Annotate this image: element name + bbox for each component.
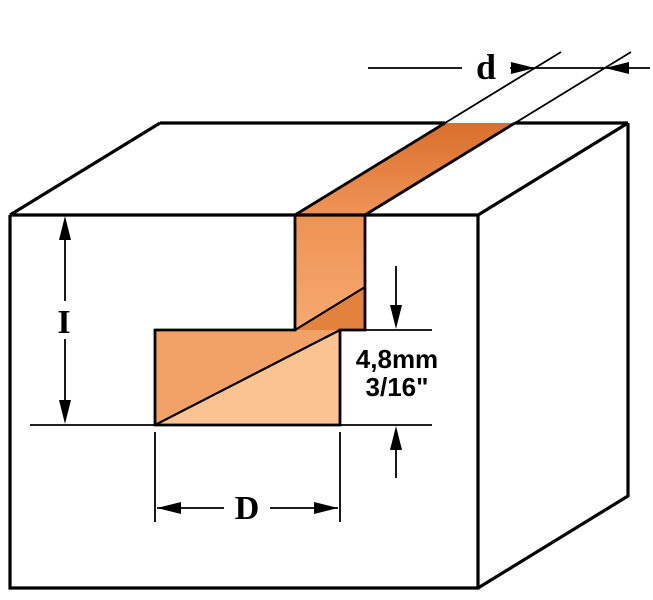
block-top-edges xyxy=(9,121,629,217)
dimension-recess-width-D: D xyxy=(154,432,341,527)
arrow-left-icon xyxy=(157,502,181,514)
block-right-face xyxy=(478,123,628,588)
dim-D-extension-lines xyxy=(154,432,341,522)
arrow-up-icon xyxy=(59,216,71,240)
block-faces xyxy=(10,123,628,588)
arrow-right-icon xyxy=(314,502,338,514)
dim-label-slot-width-bottom: D xyxy=(235,490,260,527)
keyhole-profile-outline xyxy=(153,215,367,427)
dim-label-slot-width-top: d xyxy=(476,47,496,87)
dimension-recess-height: 4,8mm 3/16" xyxy=(340,266,438,478)
block-right-edges xyxy=(477,123,630,590)
block-front-edges xyxy=(8,215,480,590)
cut-interior-edges xyxy=(154,286,366,426)
cut-face-top-opening xyxy=(295,123,515,215)
dim-label-recess-imperial: 3/16" xyxy=(366,372,429,402)
dim-label-recess-metric: 4,8mm xyxy=(356,344,438,374)
block-top-face-left xyxy=(10,123,445,215)
arrow-left-icon xyxy=(605,62,629,74)
block-front-face xyxy=(10,215,478,588)
dimension-depth-I: I xyxy=(30,216,155,426)
dim-label-depth: I xyxy=(57,304,70,341)
arrow-down-icon xyxy=(59,400,71,424)
dim-recess-extension-lines xyxy=(340,329,432,426)
dimension-slot-width-d: d xyxy=(368,47,650,124)
arrow-right-icon xyxy=(511,62,535,74)
dim-d-extension-lines xyxy=(444,51,632,124)
arrow-down-icon xyxy=(390,305,402,329)
arrow-up-icon xyxy=(390,426,402,450)
block-top-face-right xyxy=(365,123,628,215)
slot-opening-edges xyxy=(294,121,516,217)
block-outlines xyxy=(8,121,630,590)
